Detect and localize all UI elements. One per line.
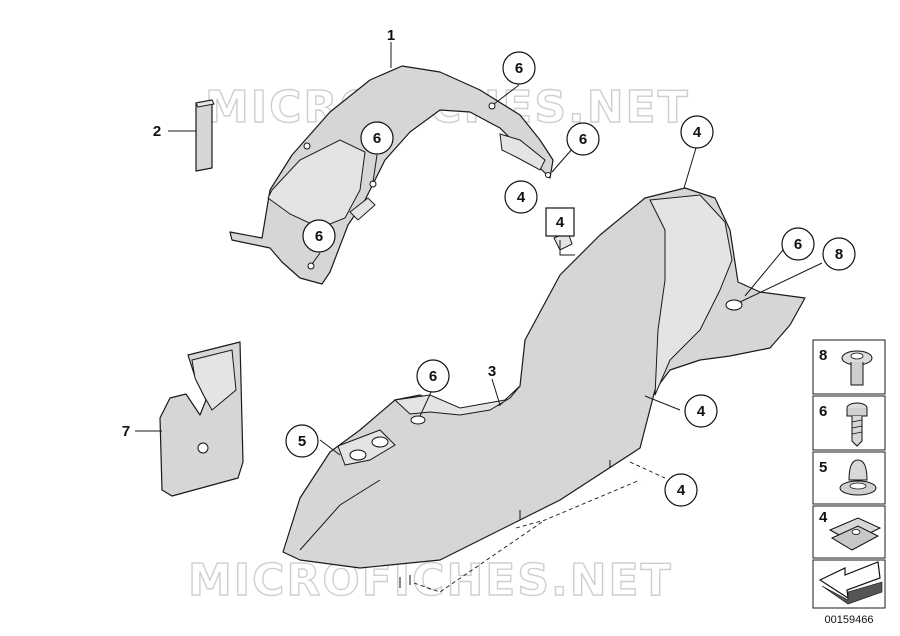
callout-3[interactable]: 3 [488,363,496,380]
part-3-side-cover[interactable] [282,187,806,588]
callout-4-arch[interactable]: 4 [504,180,538,214]
svg-text:4: 4 [697,403,706,420]
callout-4-top[interactable]: 4 [680,115,714,149]
svg-text:4: 4 [693,124,702,141]
callout-1[interactable]: 1 [387,27,395,44]
svg-text:6: 6 [373,130,381,147]
callout-6-center[interactable]: 6 [360,121,394,155]
part-2-strip[interactable] [195,99,215,172]
screw-icon [846,402,868,447]
arrow-icon [818,561,883,605]
callout-5[interactable]: 5 [285,424,319,458]
svg-text:8: 8 [835,246,843,263]
svg-text:4: 4 [517,189,526,206]
svg-text:4: 4 [819,509,828,526]
svg-text:5: 5 [298,433,306,450]
watermark-bottom: MICROFICHES.NET [188,555,673,606]
callout-6-side-cover[interactable]: 6 [416,359,450,393]
grommet-icon [839,459,877,496]
svg-text:6: 6 [515,60,523,77]
clip-nut-icon [828,517,882,551]
svg-text:6: 6 [819,403,827,420]
plug-icon [841,350,873,386]
svg-text:4: 4 [677,482,686,499]
callout-7[interactable]: 7 [122,423,130,440]
legend-item-8[interactable]: 8 [812,339,886,395]
callout-2[interactable]: 2 [153,123,161,140]
svg-text:8: 8 [819,347,827,364]
svg-text:6: 6 [315,228,323,245]
svg-text:6: 6 [429,368,437,385]
legend-item-6[interactable]: 6 [812,395,886,451]
svg-text:6: 6 [579,131,587,148]
callout-6-right[interactable]: 6 [781,227,815,261]
callout-8[interactable]: 8 [822,237,856,271]
legend-item-arrow[interactable] [812,559,886,609]
callout-6-arch-end[interactable]: 6 [566,122,600,156]
callout-4-bottom[interactable]: 4 [664,473,698,507]
part-7-flap[interactable] [159,341,244,497]
callout-6-lower-left[interactable]: 6 [302,219,336,253]
legend-item-5[interactable]: 5 [812,451,886,505]
leader-lines [135,42,823,456]
legend-item-4[interactable]: 4 [812,505,886,559]
callout-4-square-clip[interactable]: 4 [545,207,575,237]
callout-4-side[interactable]: 4 [684,394,718,428]
svg-text:4: 4 [556,214,565,231]
fastener-legend: 8 6 5 [812,339,886,609]
svg-text:5: 5 [819,459,827,476]
callout-6-top-right[interactable]: 6 [502,51,536,85]
svg-text:6: 6 [794,236,802,253]
diagram-id: 00159466 [825,614,874,626]
